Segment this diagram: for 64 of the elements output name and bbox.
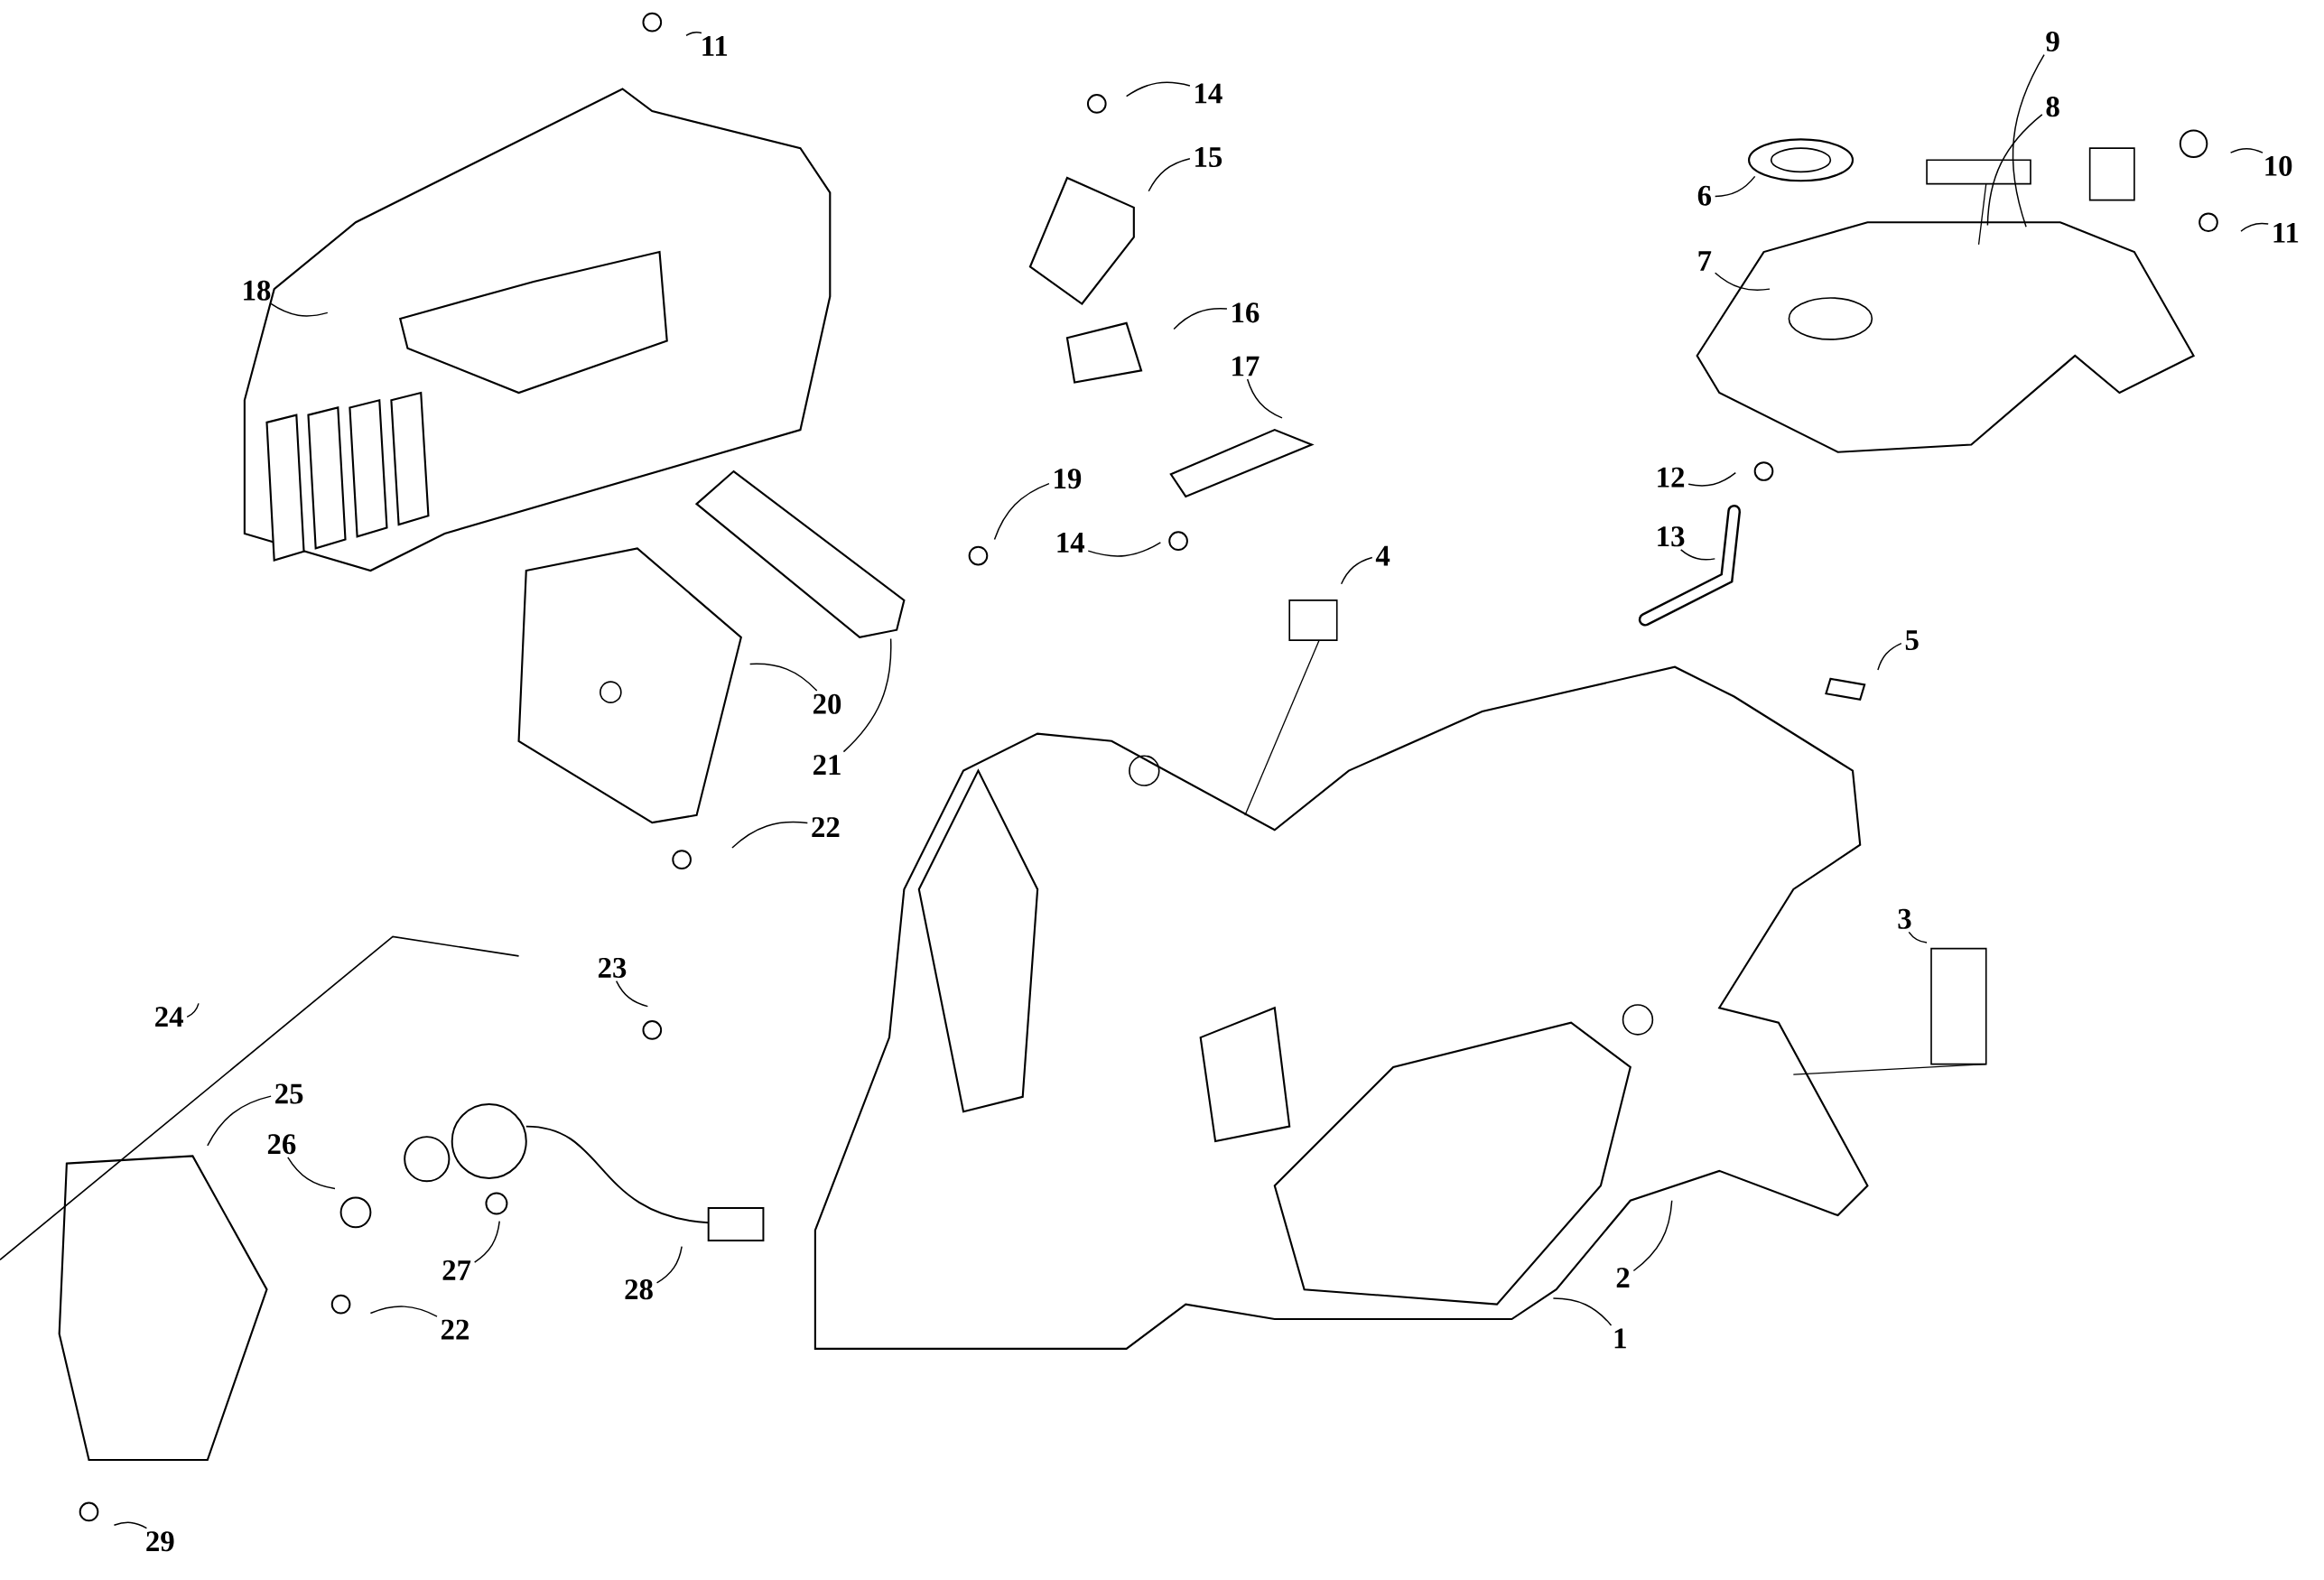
leader-line xyxy=(186,1002,200,1018)
leader-line xyxy=(615,980,649,1008)
leader-line xyxy=(842,637,892,753)
callout-number: 12 xyxy=(1658,467,1685,488)
leader-line xyxy=(270,302,329,317)
leader-line xyxy=(473,1220,500,1263)
leader-line xyxy=(2012,53,2045,228)
callout-number: 3 xyxy=(1898,908,1911,929)
leader-line xyxy=(1714,175,1756,198)
callout-number: 19 xyxy=(1055,469,1082,489)
callout-number: 28 xyxy=(625,1279,653,1300)
callout-number: 16 xyxy=(1232,302,1260,323)
callout-number: 20 xyxy=(813,693,841,714)
leader-line xyxy=(1552,1297,1613,1326)
leader-line xyxy=(731,821,809,849)
leader-line xyxy=(1687,471,1737,487)
leader-line xyxy=(655,1245,683,1284)
leader-line xyxy=(1148,158,1191,192)
callout-number: 21 xyxy=(813,755,841,775)
callout-number: 13 xyxy=(1658,526,1685,547)
callout-number: 18 xyxy=(244,280,271,301)
leader-line xyxy=(1714,272,1771,291)
leader-line xyxy=(993,482,1050,541)
leader-line xyxy=(1877,642,1902,671)
callout-number: 7 xyxy=(1698,251,1712,271)
leader-line xyxy=(1173,308,1228,330)
callout-number: 22 xyxy=(812,817,840,837)
callout-number: 25 xyxy=(275,1083,303,1104)
callout-number: 6 xyxy=(1697,185,1712,206)
callout-number: 17 xyxy=(1232,356,1260,376)
callout-number: 14 xyxy=(1057,533,1085,553)
leader-line xyxy=(1986,114,2043,227)
leader-line xyxy=(685,31,702,37)
leader-line xyxy=(1679,549,1716,561)
leader-line xyxy=(2240,222,2269,232)
callout-number: 4 xyxy=(1375,545,1390,566)
callout-number: 8 xyxy=(2046,97,2059,117)
callout-number: 2 xyxy=(1616,1268,1630,1287)
leader-line xyxy=(369,1306,438,1317)
callout-number: 10 xyxy=(2265,155,2292,176)
callout-number: 15 xyxy=(1195,147,1222,168)
callout-number: 1 xyxy=(1614,1328,1626,1349)
leader-line xyxy=(1340,556,1373,585)
leader-line xyxy=(1908,931,1928,943)
leader-line xyxy=(1632,1200,1673,1272)
leader-line xyxy=(2229,148,2264,153)
leader-line xyxy=(207,1095,272,1147)
leader-line xyxy=(113,1521,148,1529)
callout-number: 27 xyxy=(442,1260,471,1280)
callout-number: 22 xyxy=(441,1319,469,1340)
callout-number: 11 xyxy=(702,36,728,56)
callout-number: 5 xyxy=(1905,630,1919,651)
callout-number: 29 xyxy=(146,1531,174,1552)
leader-line xyxy=(748,663,818,692)
leader-line xyxy=(1246,378,1283,419)
callout-number: 11 xyxy=(2273,222,2299,243)
leader-line xyxy=(1087,542,1162,557)
callout-number: 9 xyxy=(2046,32,2059,51)
callout-number: 14 xyxy=(1195,83,1222,104)
callout-number: 23 xyxy=(598,958,627,978)
callout-number: 24 xyxy=(155,1007,183,1027)
leader-line xyxy=(287,1157,336,1190)
callout-number: 26 xyxy=(267,1134,296,1155)
leader-line xyxy=(1125,81,1191,98)
